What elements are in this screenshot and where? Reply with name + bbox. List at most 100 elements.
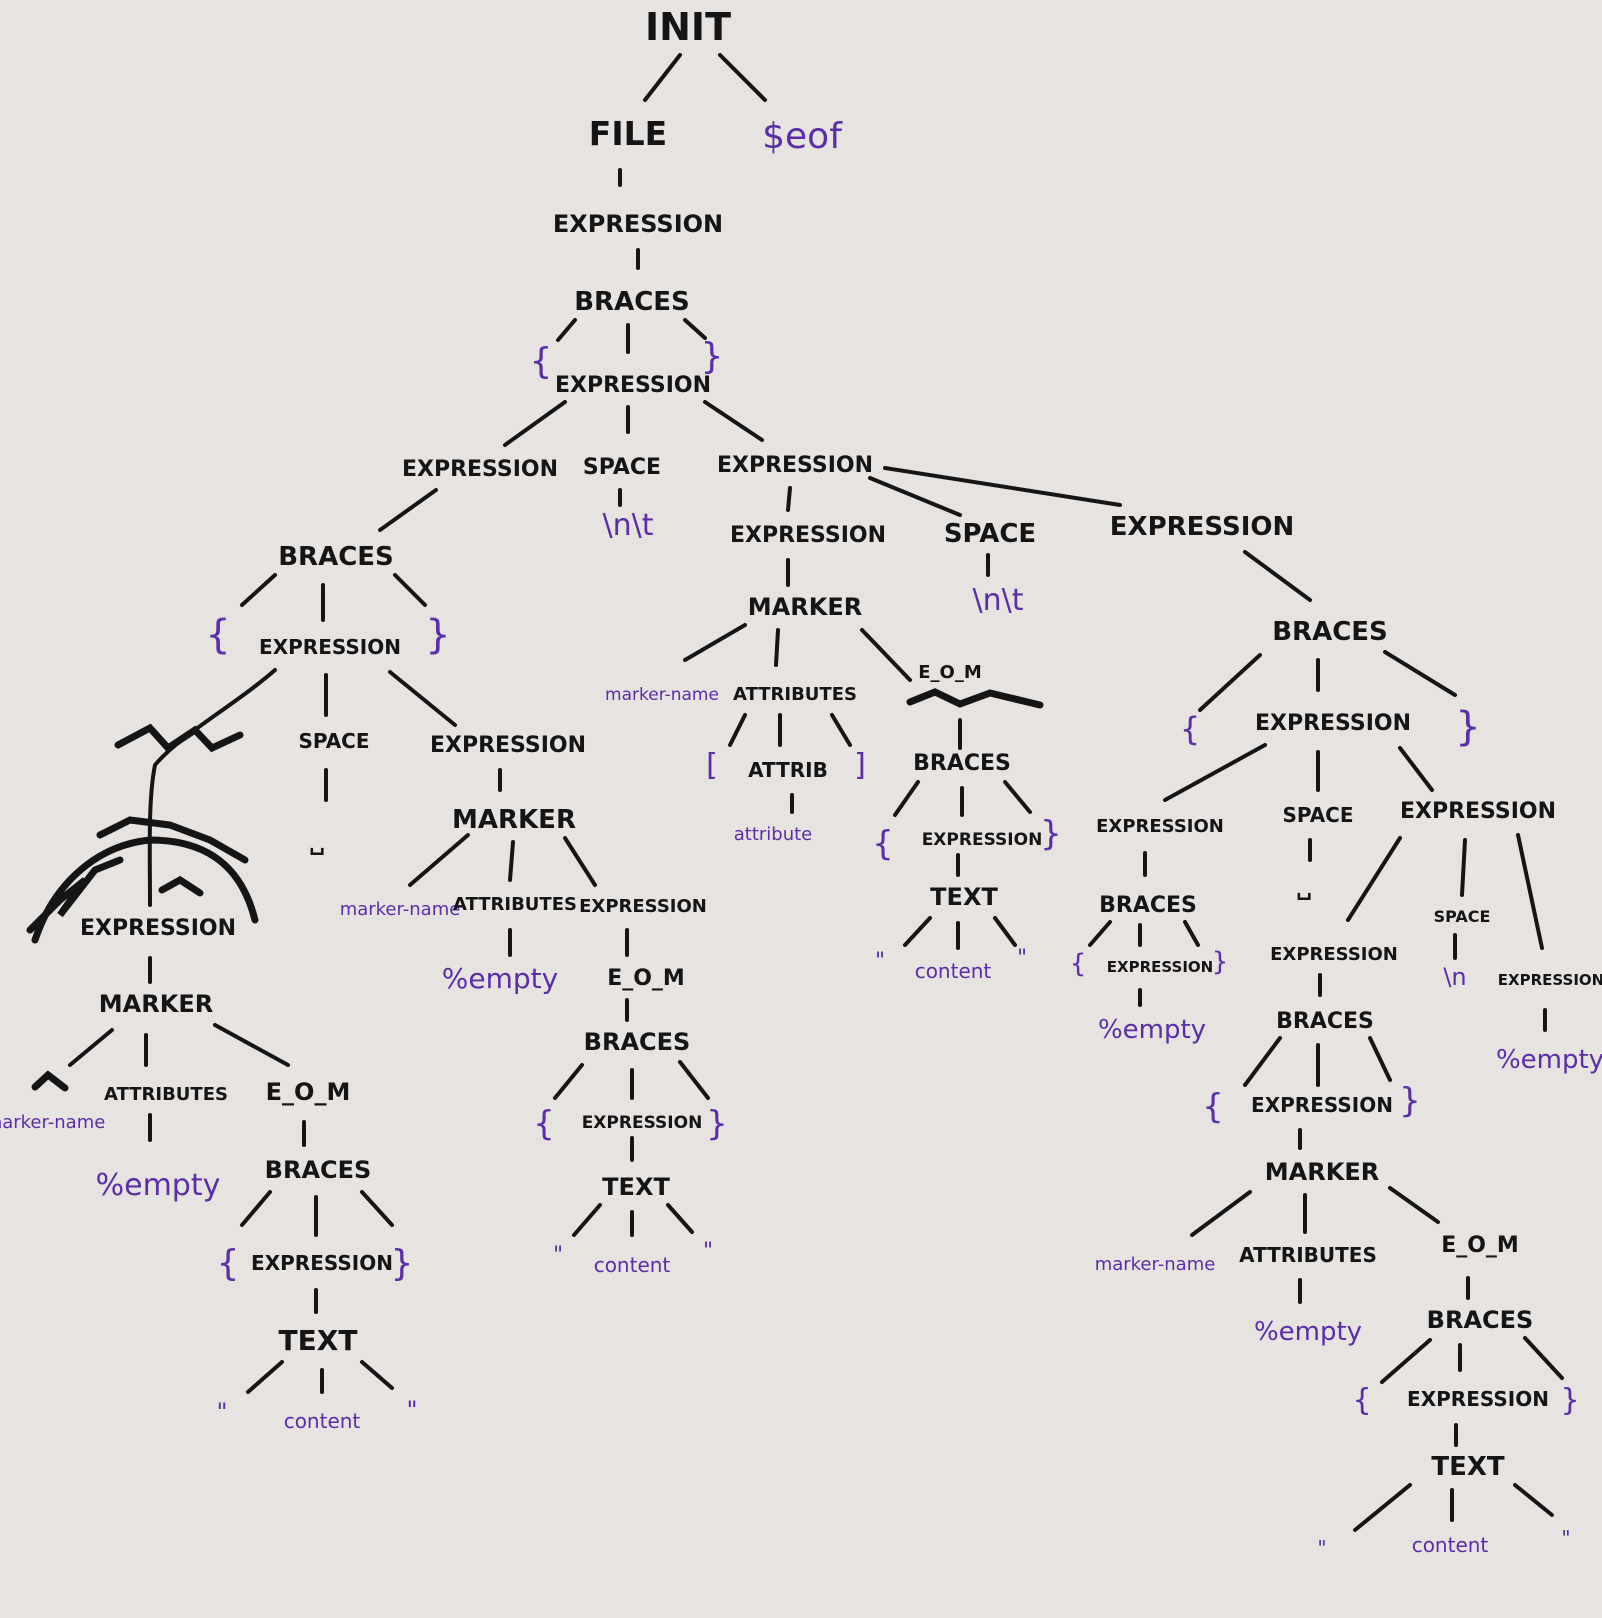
scribble — [158, 875, 204, 897]
edge — [683, 623, 747, 662]
terminal-blank: ␣ — [309, 831, 325, 856]
terminal-empty: %empty — [1098, 1015, 1206, 1045]
terminal-quote: " — [875, 949, 885, 974]
edge — [388, 670, 457, 727]
node-marker: MARKER — [748, 593, 862, 621]
terminal-close-brace: } — [425, 612, 450, 658]
edge — [666, 1203, 694, 1234]
node-space: SPACE — [944, 519, 1036, 549]
terminal-empty: %empty — [1254, 1317, 1362, 1347]
node-braces: BRACES — [574, 287, 690, 317]
edge — [1243, 550, 1312, 602]
node-braces: BRACES — [265, 1156, 372, 1184]
terminal-open-brace: { — [530, 341, 553, 382]
node-expression: EXPRESSION — [430, 733, 586, 758]
node-e-o-m: E_O_M — [918, 662, 982, 683]
edge — [1163, 743, 1267, 802]
node-space: SPACE — [1434, 907, 1491, 926]
edge — [1398, 746, 1434, 792]
node-file: FILE — [589, 114, 667, 153]
edge — [563, 836, 597, 887]
terminal-quote: " — [406, 1396, 417, 1424]
node-expression: EXPRESSION — [555, 373, 711, 398]
node-expression: EXPRESSION — [1255, 711, 1411, 736]
node-attributes: ATTRIBUTES — [733, 684, 857, 705]
edge — [893, 780, 920, 817]
edge — [1513, 1483, 1554, 1517]
terminal-content: content — [915, 959, 992, 983]
node-expression: EXPRESSION — [1407, 1387, 1549, 1411]
edge — [683, 318, 707, 340]
terminal-close-brace: } — [1560, 1383, 1579, 1418]
edge — [774, 628, 780, 667]
terminal-newline-tab: \n\t — [603, 508, 654, 543]
node-attributes: ATTRIBUTES — [453, 894, 577, 915]
edge — [1353, 1483, 1412, 1532]
node-expression: EXPRESSION — [259, 635, 401, 659]
terminal-marker-name: marker-name — [340, 899, 461, 920]
edge — [883, 466, 1122, 507]
scribble — [114, 723, 244, 753]
node-e-o-m: E_O_M — [1441, 1233, 1519, 1258]
scribble — [31, 1070, 69, 1092]
node-attributes: ATTRIBUTES — [104, 1084, 228, 1105]
terminal-open-brace: { — [872, 824, 894, 864]
terminal-close-brace: } — [706, 1104, 728, 1144]
node-expression: EXPRESSION — [1270, 944, 1398, 965]
node-braces: BRACES — [1276, 1009, 1374, 1034]
node-braces: BRACES — [584, 1028, 691, 1056]
node-text: TEXT — [279, 1324, 358, 1357]
terminal-quote: " — [216, 1398, 227, 1426]
terminal-open-brace: { — [1070, 949, 1087, 979]
node-expression: EXPRESSION — [251, 1251, 393, 1275]
terminal-close-brace: } — [1040, 814, 1062, 854]
edge — [993, 916, 1017, 947]
terminal-open-brace: { — [1180, 710, 1200, 748]
edge — [503, 400, 567, 447]
terminal-open-brace: { — [1352, 1383, 1371, 1418]
node-expression: EXPRESSION — [553, 210, 723, 238]
terminal-close-brace: } — [1212, 947, 1229, 977]
edge — [1523, 1336, 1564, 1380]
edge — [860, 628, 912, 682]
scribble — [31, 836, 259, 944]
node-space: SPACE — [1282, 803, 1353, 827]
node-marker: MARKER — [99, 990, 213, 1018]
node-braces: BRACES — [1272, 617, 1388, 647]
edge — [1388, 1186, 1440, 1224]
terminal-newline-tab: \n\t — [973, 583, 1024, 618]
node-expression: EXPRESSION — [1107, 958, 1213, 976]
edge — [868, 476, 962, 517]
terminal-open-brace: { — [1202, 1087, 1224, 1127]
node-marker: MARKER — [452, 805, 576, 835]
terminal-close-brace: } — [701, 336, 724, 377]
terminal-quote: " — [553, 1243, 563, 1268]
edge — [1183, 920, 1200, 947]
scribble — [26, 856, 124, 934]
terminal-quote: " — [1317, 1536, 1326, 1560]
node-text: TEXT — [1431, 1452, 1505, 1482]
terminal-content: content — [594, 1253, 671, 1277]
terminal-close-brace: } — [391, 1243, 414, 1284]
edge — [1190, 1190, 1252, 1237]
edge — [240, 573, 277, 607]
edge — [786, 486, 792, 512]
edge — [1003, 780, 1032, 814]
node-expression: EXPRESSION — [730, 523, 886, 548]
terminal-blank: ␣ — [1296, 876, 1312, 901]
node-space: SPACE — [583, 455, 661, 480]
node-expression: EXPRESSION — [1400, 799, 1556, 824]
terminal-open-brace: { — [217, 1243, 240, 1284]
edge — [246, 1360, 284, 1394]
node-expression: EXPRESSION — [1251, 1093, 1393, 1117]
node-space: SPACE — [298, 729, 369, 753]
node-braces: BRACES — [278, 542, 394, 572]
terminal-open-brace: { — [205, 612, 230, 658]
terminal-empty: %empty — [96, 1168, 221, 1203]
terminal-open-brace: { — [533, 1104, 555, 1144]
edge — [572, 1203, 602, 1237]
node-braces: BRACES — [1427, 1306, 1534, 1334]
tree-edges — [68, 53, 1564, 1532]
terminal-attribute: attribute — [734, 824, 813, 845]
node-expression: EXPRESSION — [579, 896, 707, 917]
